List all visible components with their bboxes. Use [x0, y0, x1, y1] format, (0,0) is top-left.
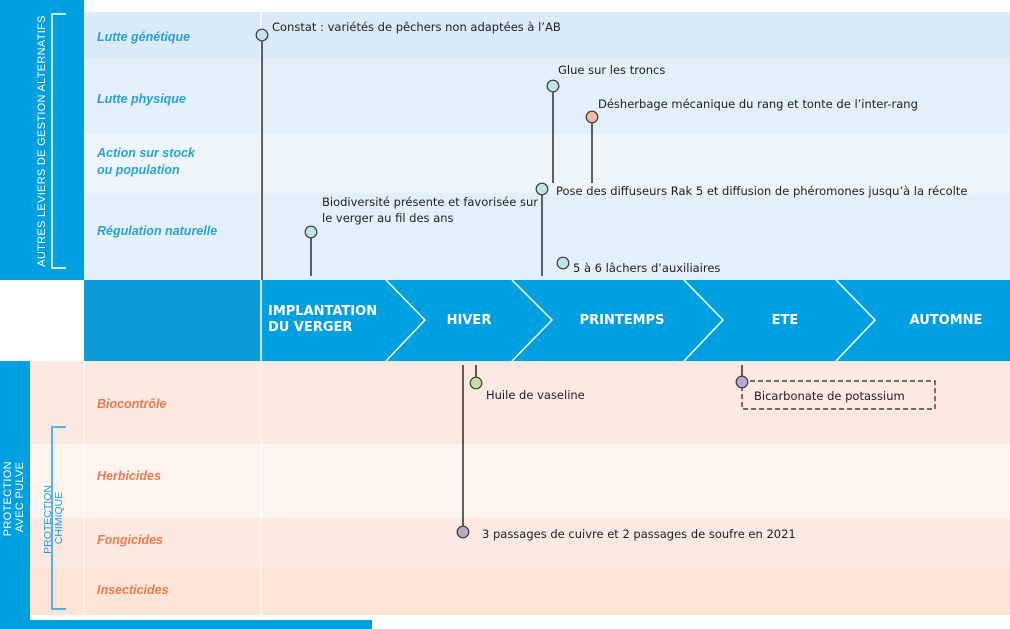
lachers-auxiliaires-dot: [556, 256, 570, 270]
pose-diffuseurs-dot: [535, 182, 549, 196]
bicarbonate-potassium-text: Bicarbonate de potassium: [754, 389, 905, 403]
desherbage-mecanique-text: Désherbage mécanique du rang et tonte de…: [598, 97, 918, 111]
row-label-top-1: Lutte physique: [97, 92, 186, 106]
row-bg-insecticides: [30, 569, 1010, 615]
row-bg-regulation: [84, 193, 1010, 280]
side-label-protection-chimique: PROTECTION CHIMIQUE: [42, 482, 65, 554]
row-label-top-3: Régulation naturelle: [97, 224, 217, 238]
row-bg-fongicides: [30, 518, 1010, 569]
lachers-auxiliaires-text: 5 à 6 lâchers d’auxiliaires: [573, 261, 720, 275]
desherbage-mecanique-dot: [585, 110, 599, 124]
chevron-3: [683, 279, 725, 362]
annotations: Constat : variétés de pêchers non adapté…: [255, 20, 967, 541]
side-label-autres-leviers: AUTRES LEVIERS DE GESTION ALTERNATIFS: [36, 15, 48, 267]
chevron-4: [835, 279, 877, 362]
bracket-top: [51, 13, 66, 269]
row-bg-biocontrole: [30, 361, 1010, 444]
chevron-2: [511, 279, 554, 362]
cuivre-soufre-dot: [456, 525, 470, 539]
bottom-row-labels: BiocontrôleHerbicidesFongicidesInsectici…: [97, 397, 169, 597]
row-bg-lutte-physique: [84, 58, 1010, 134]
glue-troncs-dot: [546, 79, 560, 93]
season-label-1: HIVER: [447, 313, 492, 328]
row-bg-herbicides: [30, 444, 1010, 518]
season-label-4: AUTOMNE: [910, 313, 983, 328]
huile-vaseline-dot: [469, 376, 483, 390]
season-label-3: ETE: [772, 313, 799, 328]
cuivre-soufre-text: 3 passages de cuivre et 2 passages de so…: [482, 527, 796, 541]
constat-varietes-dot: [255, 28, 269, 42]
bicarbonate-potassium-dot: [735, 375, 749, 389]
row-label-bottom-1: Herbicides: [97, 469, 161, 483]
side-band-top: [0, 0, 84, 280]
row-label-bottom-2: Fongicides: [97, 533, 163, 547]
glue-troncs-text: Glue sur les troncs: [558, 63, 665, 77]
row-label-bottom-3: Insecticides: [97, 583, 169, 597]
row-label-top-0: Lutte génétique: [97, 30, 190, 44]
side-band-bottom: [0, 361, 30, 629]
bottom-strip: [30, 620, 372, 629]
constat-varietes-text: Constat : variétés de pêchers non adapté…: [272, 20, 561, 34]
row-bg-action-stock: [84, 134, 1010, 193]
bracket-bottom-inner: [51, 426, 66, 610]
annotation-lines: [261, 36, 743, 529]
pose-diffuseurs-text: Pose des diffuseurs Rak 5 et diffusion d…: [556, 184, 967, 198]
bicarbonate-box: [741, 380, 936, 410]
biodiversite-dot: [304, 225, 318, 239]
season-label-2: PRINTEMPS: [580, 313, 665, 328]
side-label-protection-pulve: PROTECTION AVEC PULVE: [2, 458, 26, 536]
chevron-1: [385, 279, 427, 362]
row-label-bottom-0: Biocontrôle: [97, 397, 166, 411]
huile-vaseline-text: Huile de vaseline: [486, 388, 585, 402]
row-bg-lutte-genetique: [84, 12, 1010, 58]
